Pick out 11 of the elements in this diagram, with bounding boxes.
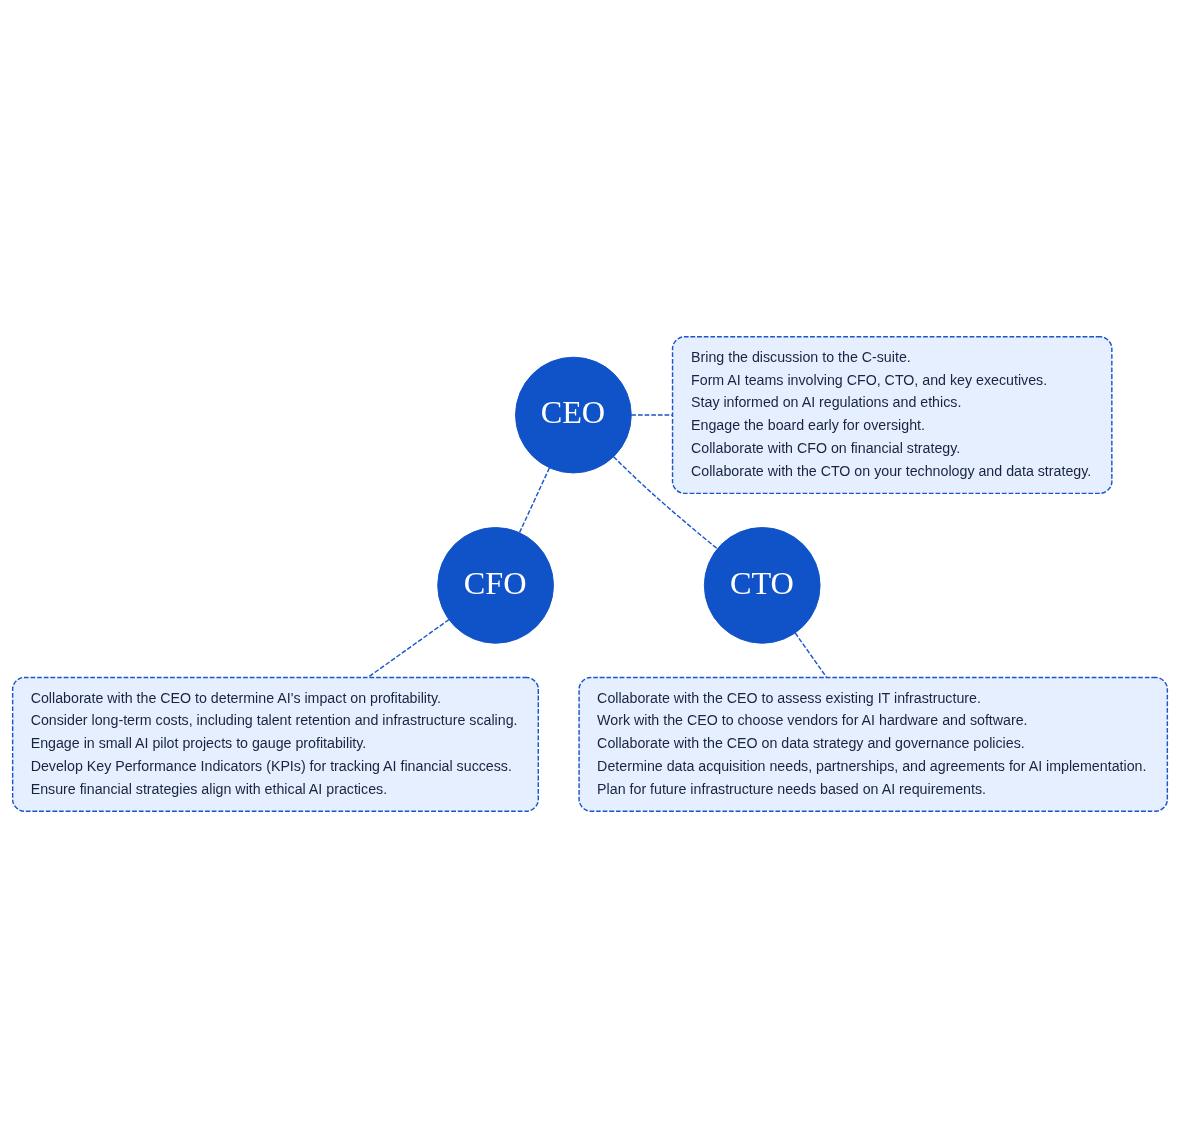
node-circle: CFO xyxy=(437,526,554,644)
node-circle: CEO xyxy=(515,356,632,473)
connector xyxy=(612,455,718,549)
connector xyxy=(630,413,674,416)
node-box: Bring the discussion to the C-suite. Form AI teams involving CFO, CTO, and key executives. Stay informed on AI regulations and ethics. Engage the board early for oversight. Collaborate with CFO on financial strategy. Collaborate with the CTO on your technology and data strategy. xyxy=(671,335,1113,494)
connector xyxy=(794,631,828,678)
node-circle: CTO xyxy=(703,526,821,644)
connector xyxy=(367,618,450,678)
connector xyxy=(518,466,551,533)
node-box: Collaborate with the CEO to assess existing IT infrastructure. Work with the CEO to choose vendors for AI hardware and software. Collaborate with the CEO on data strategy and governance policies. Determine data acquisition needs, partnerships, and agreements for AI implementation. Plan for future infrastructure needs based on AI requirements. xyxy=(578,676,1169,812)
node-box: Collaborate with the CEO to determine AI's impact on profitability. Consider long-term costs, including talent retention and infrastructure scaling. Engage in small AI pilot projects to gauge profitability. Develop Key Performance Indicators (KPIs) for tracking AI financial success. Ensure financial strategies align with ethical AI practices. xyxy=(11,676,539,812)
